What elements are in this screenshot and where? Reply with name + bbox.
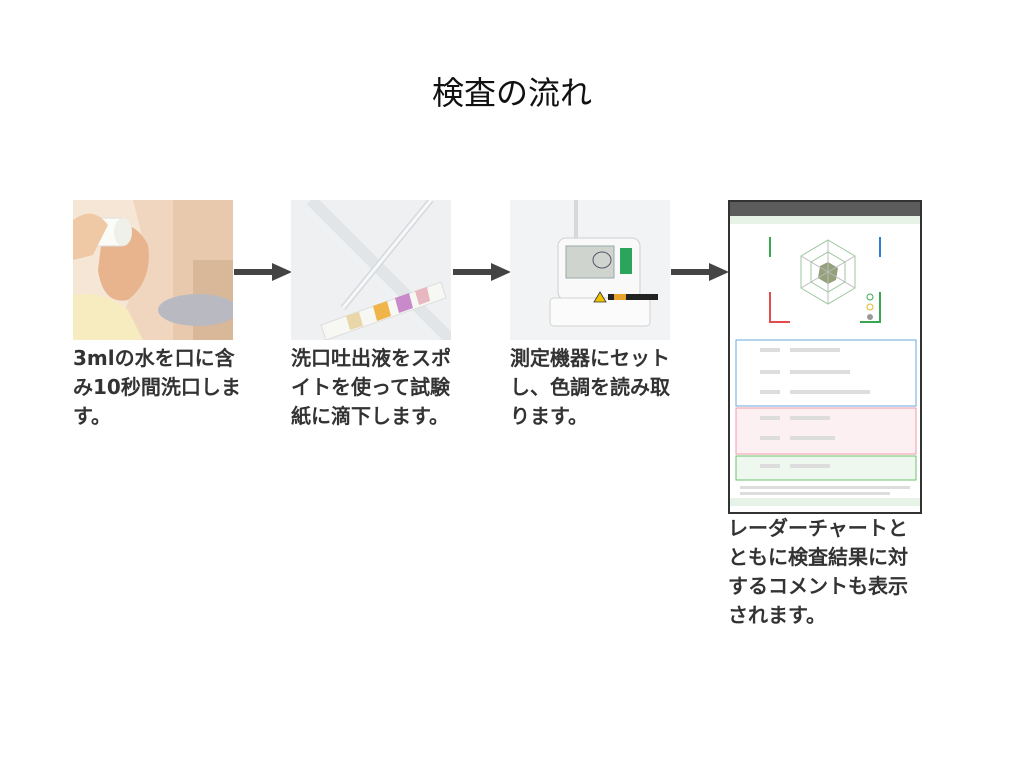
caption-line: イトを使って試験 (291, 375, 450, 399)
step-2-photo (291, 200, 451, 340)
caption-line: す。 (73, 404, 111, 428)
caption-line: 3mlの水を口に含 (73, 346, 235, 370)
caption-line: 洗口吐出液をスポ (291, 346, 451, 370)
page-title: 検査の流れ (431, 74, 592, 112)
caption-line: し、色調を読み取 (510, 375, 670, 399)
caption-line: ともに検査結果に対 (728, 545, 908, 569)
step-4-caption: レーダーチャートと ともに検査結果に対 するコメントも表示 されます。 (728, 514, 908, 630)
result-report-thumbnail (728, 200, 922, 514)
caption-line: されます。 (728, 603, 826, 627)
step-3-caption: 測定機器にセット し、色調を読み取 ります。 (510, 344, 670, 431)
caption-line: レーダーチャートと (728, 516, 908, 540)
caption-line: するコメントも表示 (728, 574, 908, 598)
step-1-photo (73, 200, 233, 340)
caption-line: 測定機器にセット (510, 346, 670, 370)
arrow-icon (453, 263, 511, 281)
step-1-caption: 3mlの水を口に含 み10秒間洗口しま す。 (73, 344, 241, 431)
caption-line: ります。 (510, 404, 588, 428)
caption-line: 紙に滴下します。 (291, 404, 449, 428)
arrow-icon (671, 263, 729, 281)
arrow-icon (234, 263, 292, 281)
step-3-photo (510, 200, 670, 340)
step-2-caption: 洗口吐出液をスポ イトを使って試験 紙に滴下します。 (291, 344, 451, 431)
caption-line: み10秒間洗口しま (73, 375, 241, 399)
